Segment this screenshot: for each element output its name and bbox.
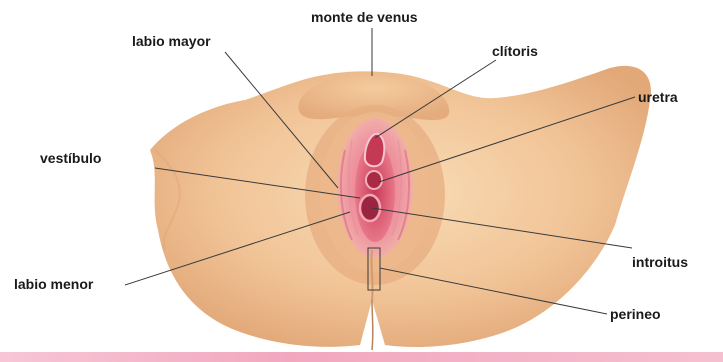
introitus-shape: [360, 195, 380, 221]
urethra-shape: [366, 171, 382, 189]
bottom-band: [0, 352, 723, 362]
label-monte-de-venus: monte de venus: [311, 10, 418, 24]
label-perineo: perineo: [610, 307, 661, 321]
label-labio-menor: labio menor: [14, 277, 93, 291]
perineum-shape: [371, 250, 372, 300]
label-introitus: introitus: [632, 255, 688, 269]
gluteal-cleft: [372, 300, 373, 350]
label-labio-mayor: labio mayor: [132, 34, 211, 48]
label-vestibulo: vestíbulo: [40, 151, 101, 165]
label-uretra: uretra: [638, 90, 678, 104]
label-clitoris: clítoris: [492, 44, 538, 58]
